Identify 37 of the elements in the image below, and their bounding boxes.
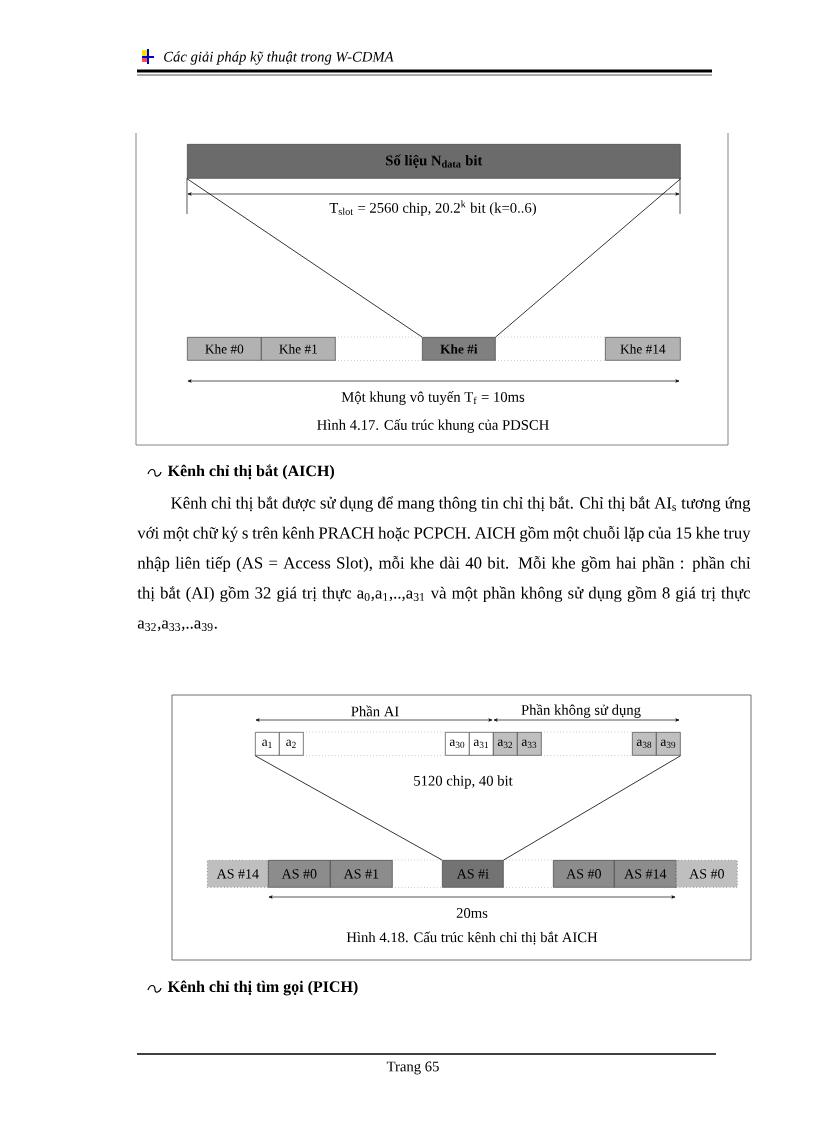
slot-box: Khe #14 xyxy=(605,337,681,361)
header-title: Các giải pháp kỹ thuật trong W-CDMA xyxy=(164,51,394,65)
slot-box: AS #14 xyxy=(207,860,269,888)
page-number: Trang 65 xyxy=(386,1061,439,1075)
slot-box: a$_{30}$ xyxy=(445,732,470,756)
data-bar: Số liệu N$_{data}$ bit xyxy=(187,144,681,179)
section-heading: Kênh chỉ thị tìm gọi (PICH) xyxy=(167,980,358,996)
section-heading: Kênh chỉ thị bắt (AICH) xyxy=(167,464,334,480)
connector-line xyxy=(254,755,443,861)
dimension-label: Phần không sử dụng xyxy=(521,704,641,718)
paragraph: Kênh chỉ thị bắt được sử dụng để mang thông tin chỉ thị bắt. Chỉ thị bắt AI$_{s}$ tương ứng với một chữ ký s trên kênh PRACH hoặc PCPCH. AICH gồm một chuỗi lặp của 15 khe truy nhập liên tiếp (AS = Access Slot), mỗi khe dài 40 bit. Mỗi khe gồm hai phần : phần chỉ thị bắt (AI) gồm 32 giá trị thực a$_{0}$,a$_{1}$,..,a$_{31}$ và một phần không sử dụng gồm 8 giá trị thực a$_{32}$,a$_{33}$,..a$_{39}$. xyxy=(137,496,751,632)
slot-box: a$_{38}$ xyxy=(632,732,657,756)
dimension-label: T$_{slot}$ = 2560 chip, 20.2$^{k}$ bit (k=0..6) xyxy=(329,200,536,216)
slot-box: AS #1 xyxy=(330,860,393,888)
slot-box: a$_{1}$ xyxy=(255,732,280,756)
slot-box: Khe #1 xyxy=(261,337,336,361)
dimension-label: Một khung vô tuyến T$_{f}$ = 10ms xyxy=(341,391,525,405)
slot-box: AS #14 xyxy=(614,860,677,888)
figure-caption: Hình 4.18. Cấu trúc kênh chỉ thị bắt AICH xyxy=(346,931,598,945)
slot-box: a$_{31}$ xyxy=(469,732,494,756)
slot-box: Khe #i xyxy=(422,337,496,361)
connector-line xyxy=(495,178,682,338)
slot-box: a$_{33}$ xyxy=(517,732,542,756)
slot-box: a$_{32}$ xyxy=(493,732,518,756)
slot-box: a$_{39}$ xyxy=(656,732,681,756)
slot-box: AS #0 xyxy=(268,860,331,888)
dimension-label: Phần AI xyxy=(351,705,399,717)
slot-box: Khe #0 xyxy=(187,337,262,361)
dimension-label: 20ms xyxy=(456,908,488,918)
slot-box: AS #i xyxy=(442,860,504,888)
slot-box: AS #0 xyxy=(676,860,738,888)
slot-box: AS #0 xyxy=(553,860,615,888)
figure-caption: Hình 4.17. Cấu trúc khung của PDSCH xyxy=(317,419,549,433)
dimension-label: 5120 chip, 40 bit xyxy=(414,775,513,789)
connector-line xyxy=(186,178,423,338)
slot-box: a$_{2}$ xyxy=(279,732,304,756)
connector-line xyxy=(503,755,682,861)
